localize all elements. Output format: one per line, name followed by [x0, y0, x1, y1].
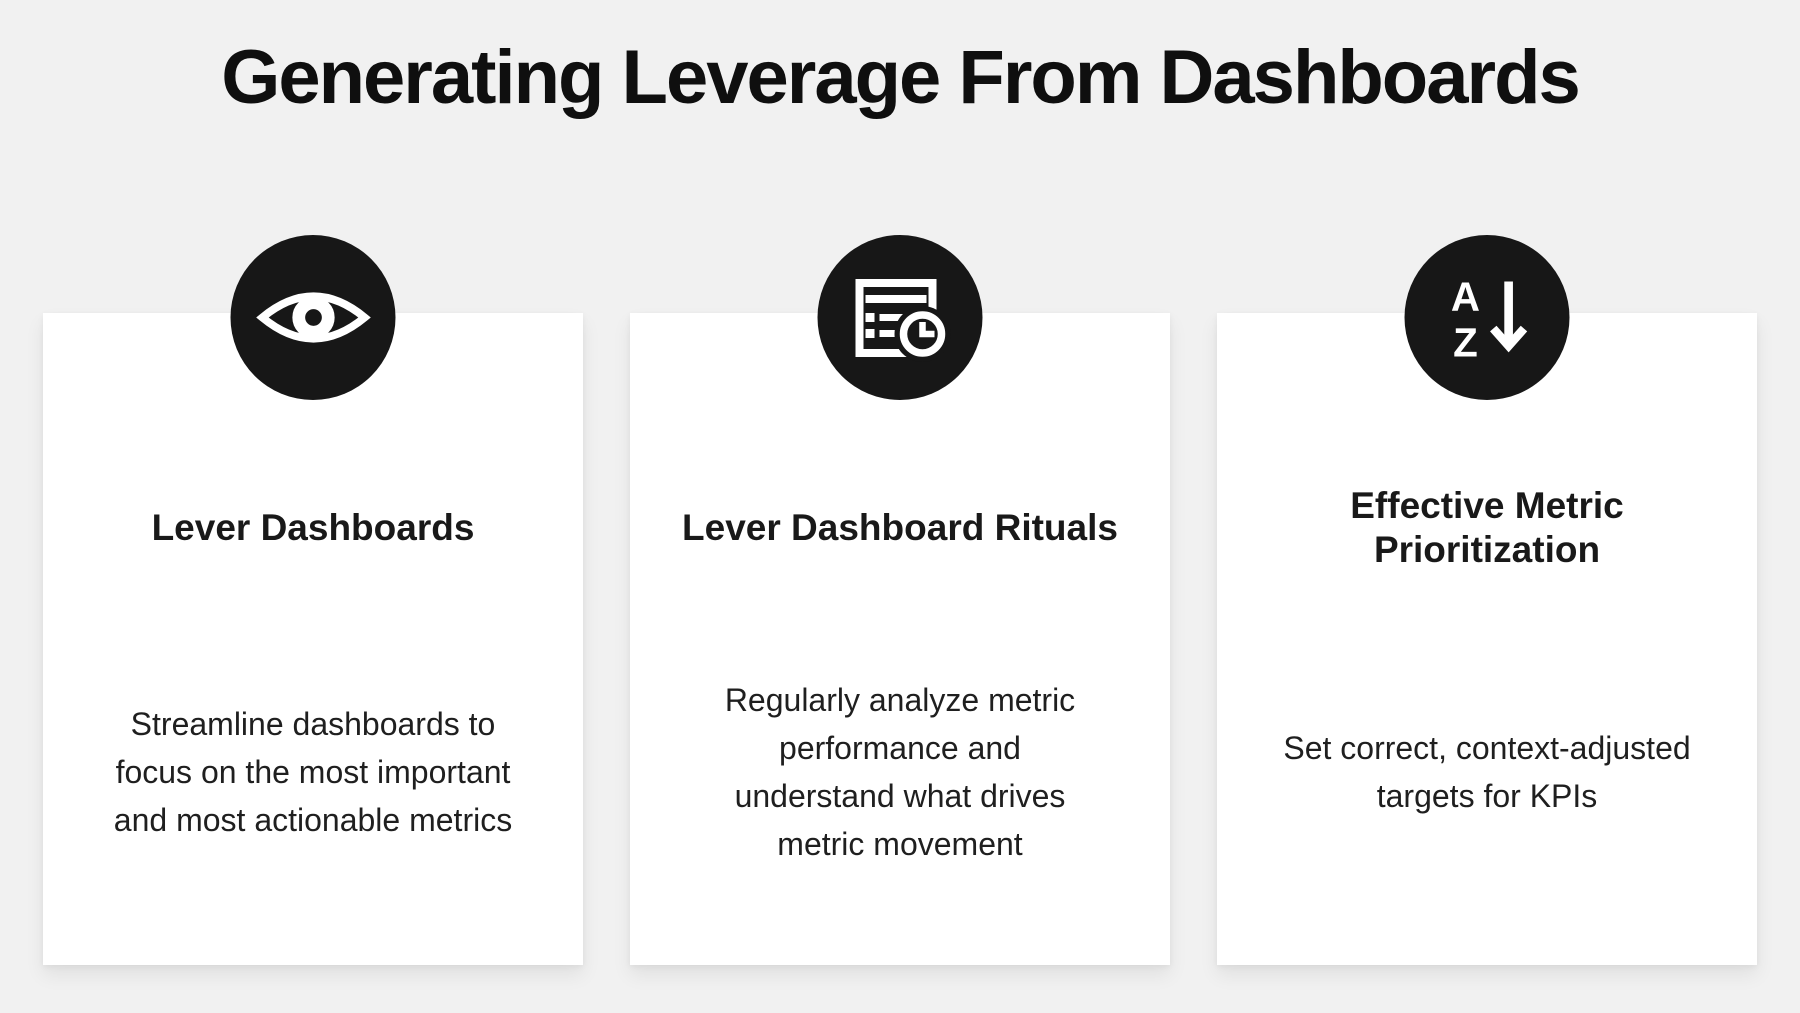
- page-title: Generating Leverage From Dashboards: [221, 35, 1581, 120]
- card-body: Streamline dashboards to focus on the mo…: [113, 706, 513, 838]
- sort-alphabetical-descending-icon: A Z: [1439, 270, 1535, 366]
- svg-text:A: A: [1450, 273, 1479, 319]
- card-title: Lever Dashboards: [151, 507, 475, 548]
- icon-circle: [230, 235, 396, 400]
- card-body: Regularly analyze metric performance and…: [724, 682, 1076, 862]
- card-body-zone: Regularly analyze metric performance and…: [630, 672, 1170, 872]
- eye-icon: [254, 283, 372, 352]
- card-title-zone: Effective Metric Prioritization: [1217, 463, 1757, 593]
- icon-circle: A Z: [1404, 235, 1570, 400]
- card-effective-metric-prioritization: A Z Effective Metric Prioritization Set …: [1217, 235, 1757, 965]
- card-title: Lever Dashboard Rituals: [682, 507, 1118, 548]
- svg-text:Z: Z: [1453, 319, 1478, 365]
- card-body: Set correct, context-adjusted targets fo…: [1283, 730, 1691, 814]
- card-title: Effective Metric Prioritization: [1350, 485, 1624, 570]
- cards-row: Lever Dashboards Streamline dashboards t…: [0, 235, 1800, 965]
- icon-circle: [817, 235, 983, 400]
- card-lever-dashboard-rituals: Lever Dashboard Rituals Regularly analyz…: [630, 235, 1170, 965]
- calendar-clock-icon: [850, 268, 950, 368]
- card-lever-dashboards: Lever Dashboards Streamline dashboards t…: [43, 235, 583, 965]
- card-title-zone: Lever Dashboards: [43, 463, 583, 593]
- card-body-zone: Streamline dashboards to focus on the mo…: [43, 672, 583, 872]
- card-title-zone: Lever Dashboard Rituals: [630, 463, 1170, 593]
- card-body-zone: Set correct, context-adjusted targets fo…: [1217, 672, 1757, 872]
